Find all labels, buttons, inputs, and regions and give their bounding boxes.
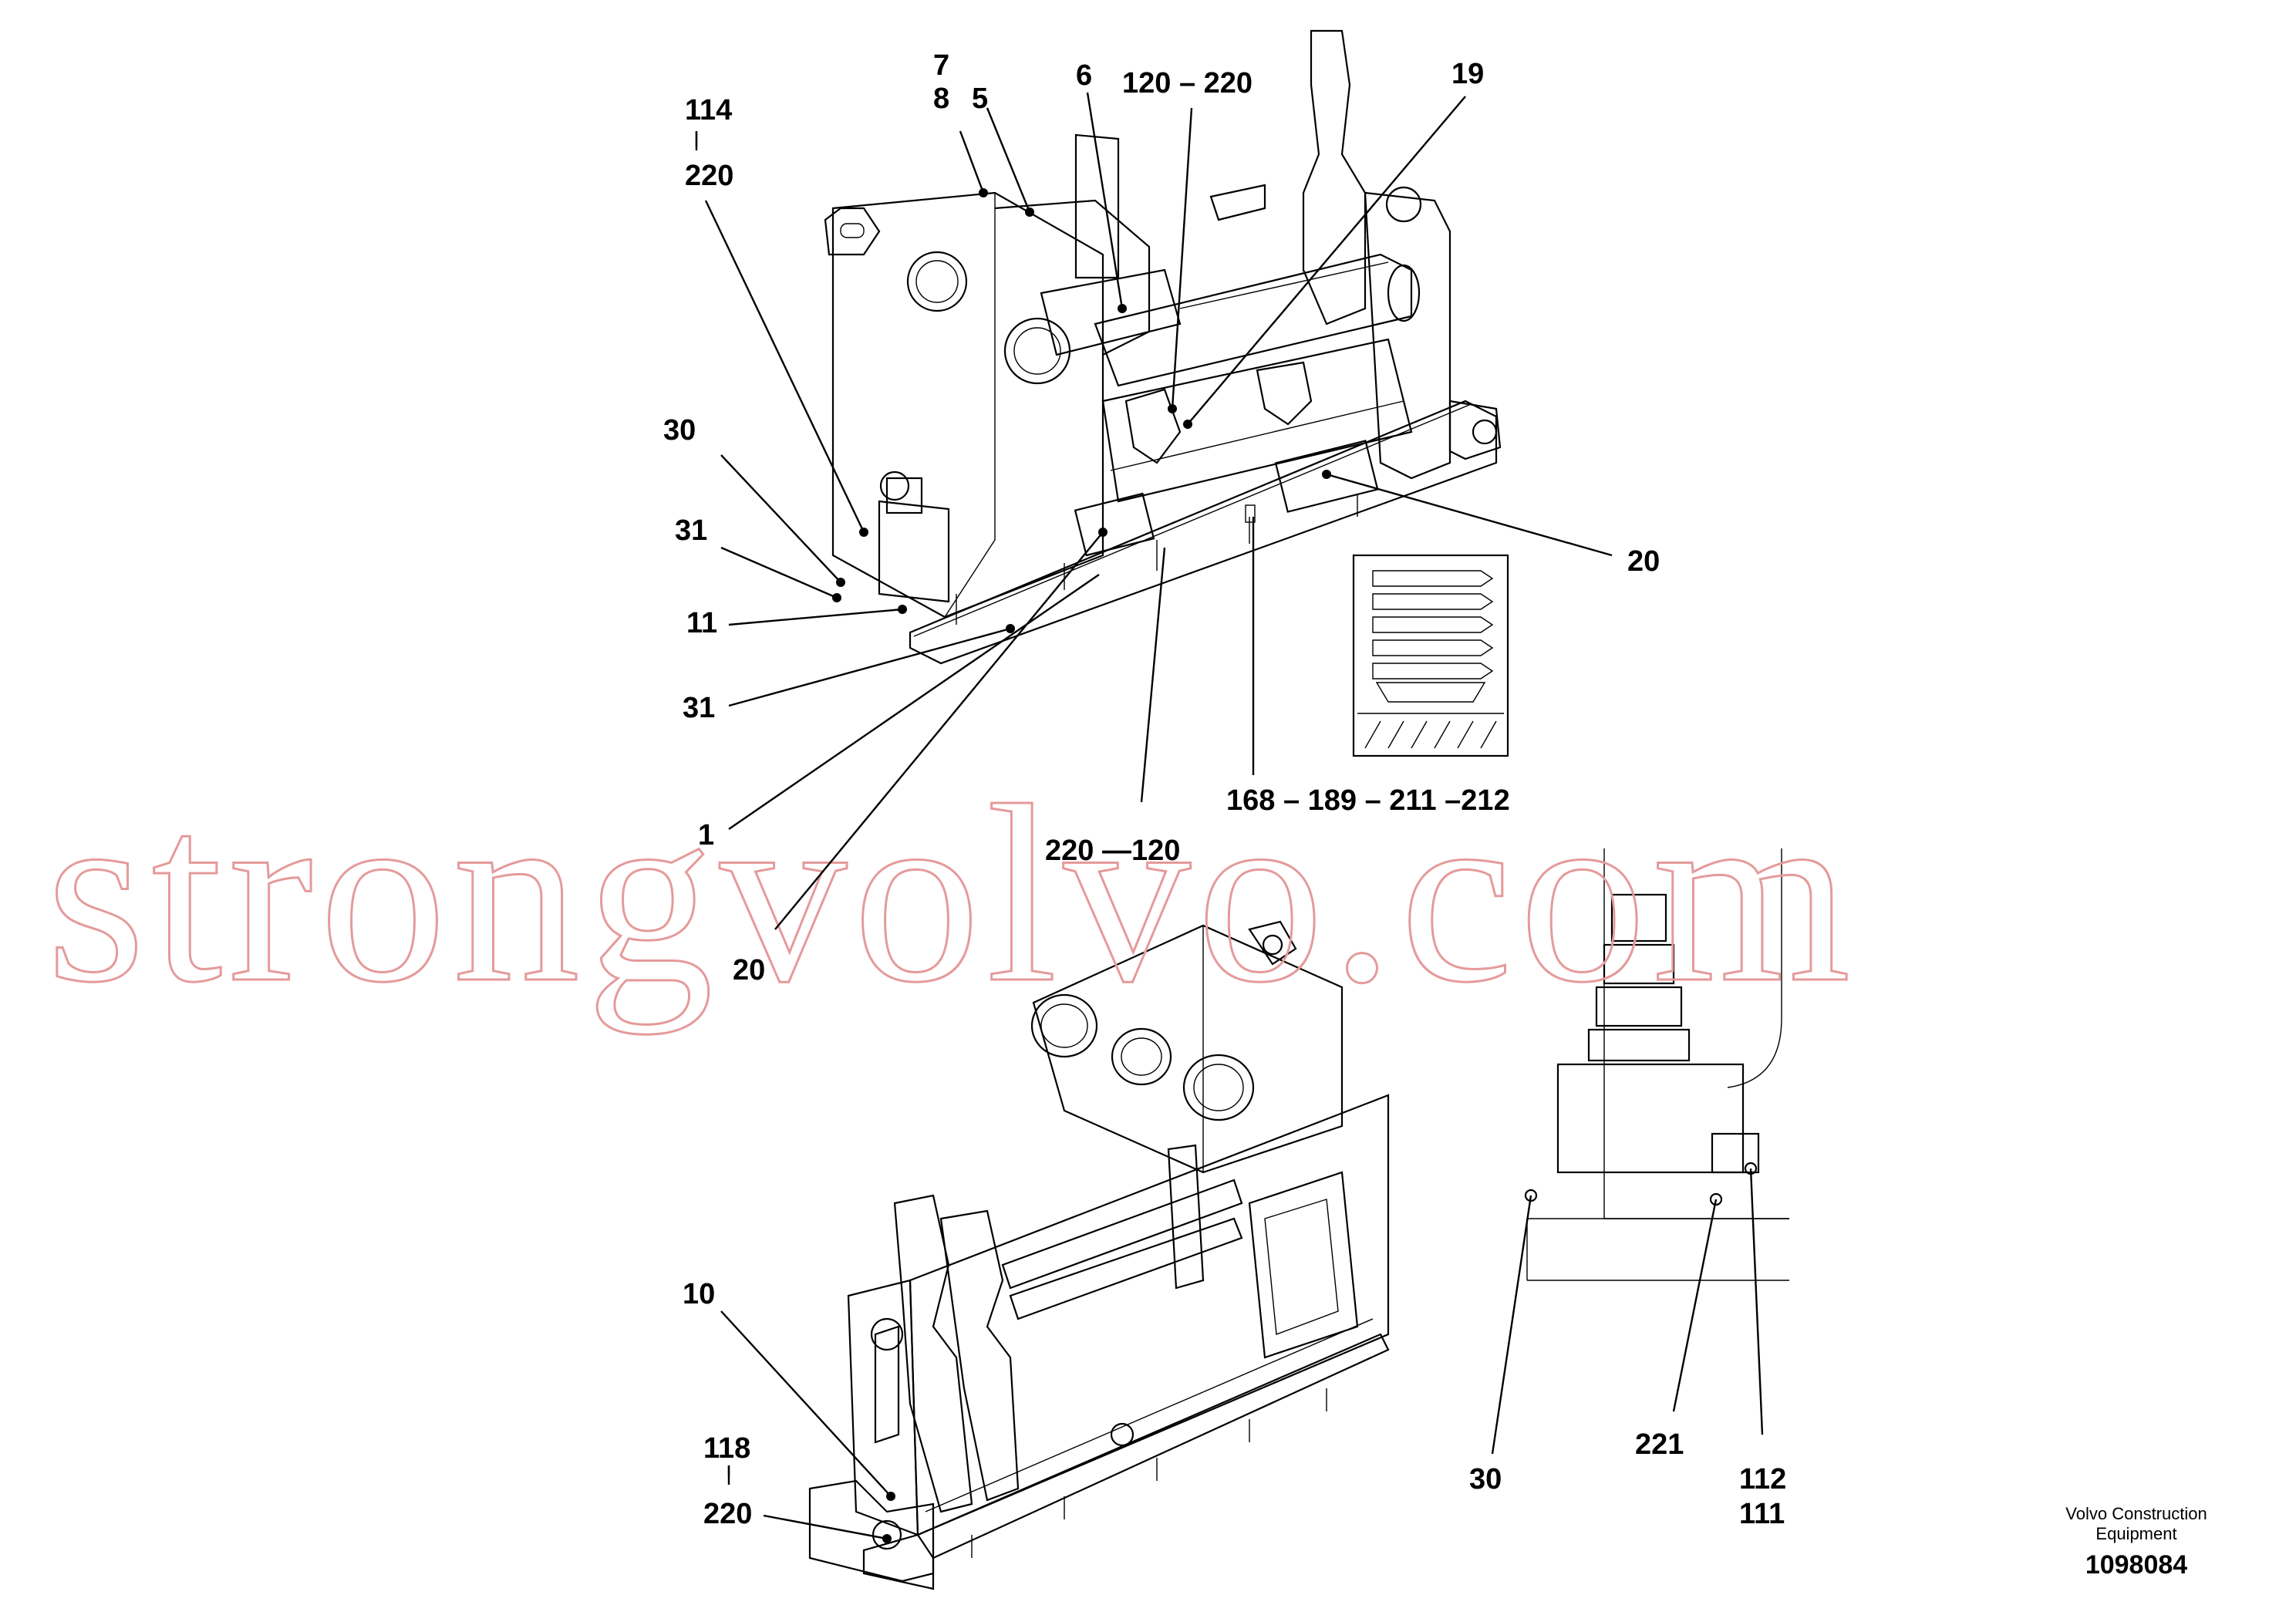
callout-6: 6 <box>1076 59 1092 92</box>
callout-168-189-211-212: 168 – 189 – 211 –212 <box>1226 784 1510 817</box>
callout-111: 111 <box>1739 1498 1785 1530</box>
callout-20-lower: 20 <box>733 954 765 986</box>
callout-20-right: 20 <box>1627 545 1660 578</box>
callout-220-b: 220 <box>703 1498 752 1530</box>
bolt-detail-inset <box>1352 554 1509 757</box>
leader-lines <box>695 92 1764 1543</box>
callout-118: 118 <box>703 1432 750 1465</box>
callout-19: 19 <box>1451 58 1484 90</box>
callout-112: 112 <box>1739 1463 1786 1496</box>
callout-30-top: 30 <box>663 414 696 447</box>
callout-1: 1 <box>698 819 714 851</box>
fitting-detail-view <box>1526 848 1789 1281</box>
callout-11: 11 <box>686 607 717 639</box>
callout-31-b: 31 <box>683 692 715 724</box>
callout-30-detail: 30 <box>1469 1463 1502 1496</box>
callout-5: 5 <box>972 83 988 115</box>
brand-line-2: Equipment <box>2095 1524 2176 1543</box>
callout-10: 10 <box>683 1278 715 1310</box>
callout-labels: 114 220 7 8 5 6 120 – 220 19 30 31 11 31… <box>663 49 1786 1530</box>
upper-frame-assembly <box>824 29 1502 665</box>
document-number: 1098084 <box>2085 1550 2187 1580</box>
watermark-text: strongvolvo.com <box>46 754 1856 1035</box>
callout-31-a: 31 <box>675 514 707 547</box>
title-block: Volvo Construction Equipment 1098084 <box>2065 1504 2207 1580</box>
callout-221: 221 <box>1635 1428 1684 1461</box>
lower-frame-assembly <box>808 920 1390 1590</box>
callout-120-220: 120 – 220 <box>1122 67 1253 99</box>
brand-line-1: Volvo Construction <box>2065 1504 2207 1523</box>
callout-8: 8 <box>933 83 949 115</box>
callout-220-a: 220 <box>685 160 733 192</box>
callout-220-120: 220 —120 <box>1045 835 1180 867</box>
callout-7: 7 <box>933 49 949 82</box>
callout-114: 114 <box>685 94 732 126</box>
